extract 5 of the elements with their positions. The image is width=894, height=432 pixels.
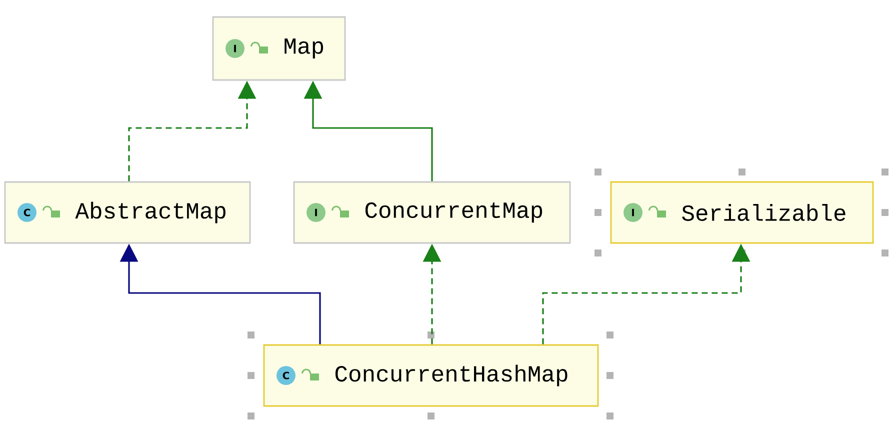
class-name: Map — [284, 38, 324, 58]
class-name: ConcurrentHashMap — [335, 364, 568, 386]
class-name: ConcurrentMap — [365, 202, 542, 223]
class-name: Serializable — [682, 204, 846, 221]
class-name: AbstractMap — [75, 202, 226, 224]
